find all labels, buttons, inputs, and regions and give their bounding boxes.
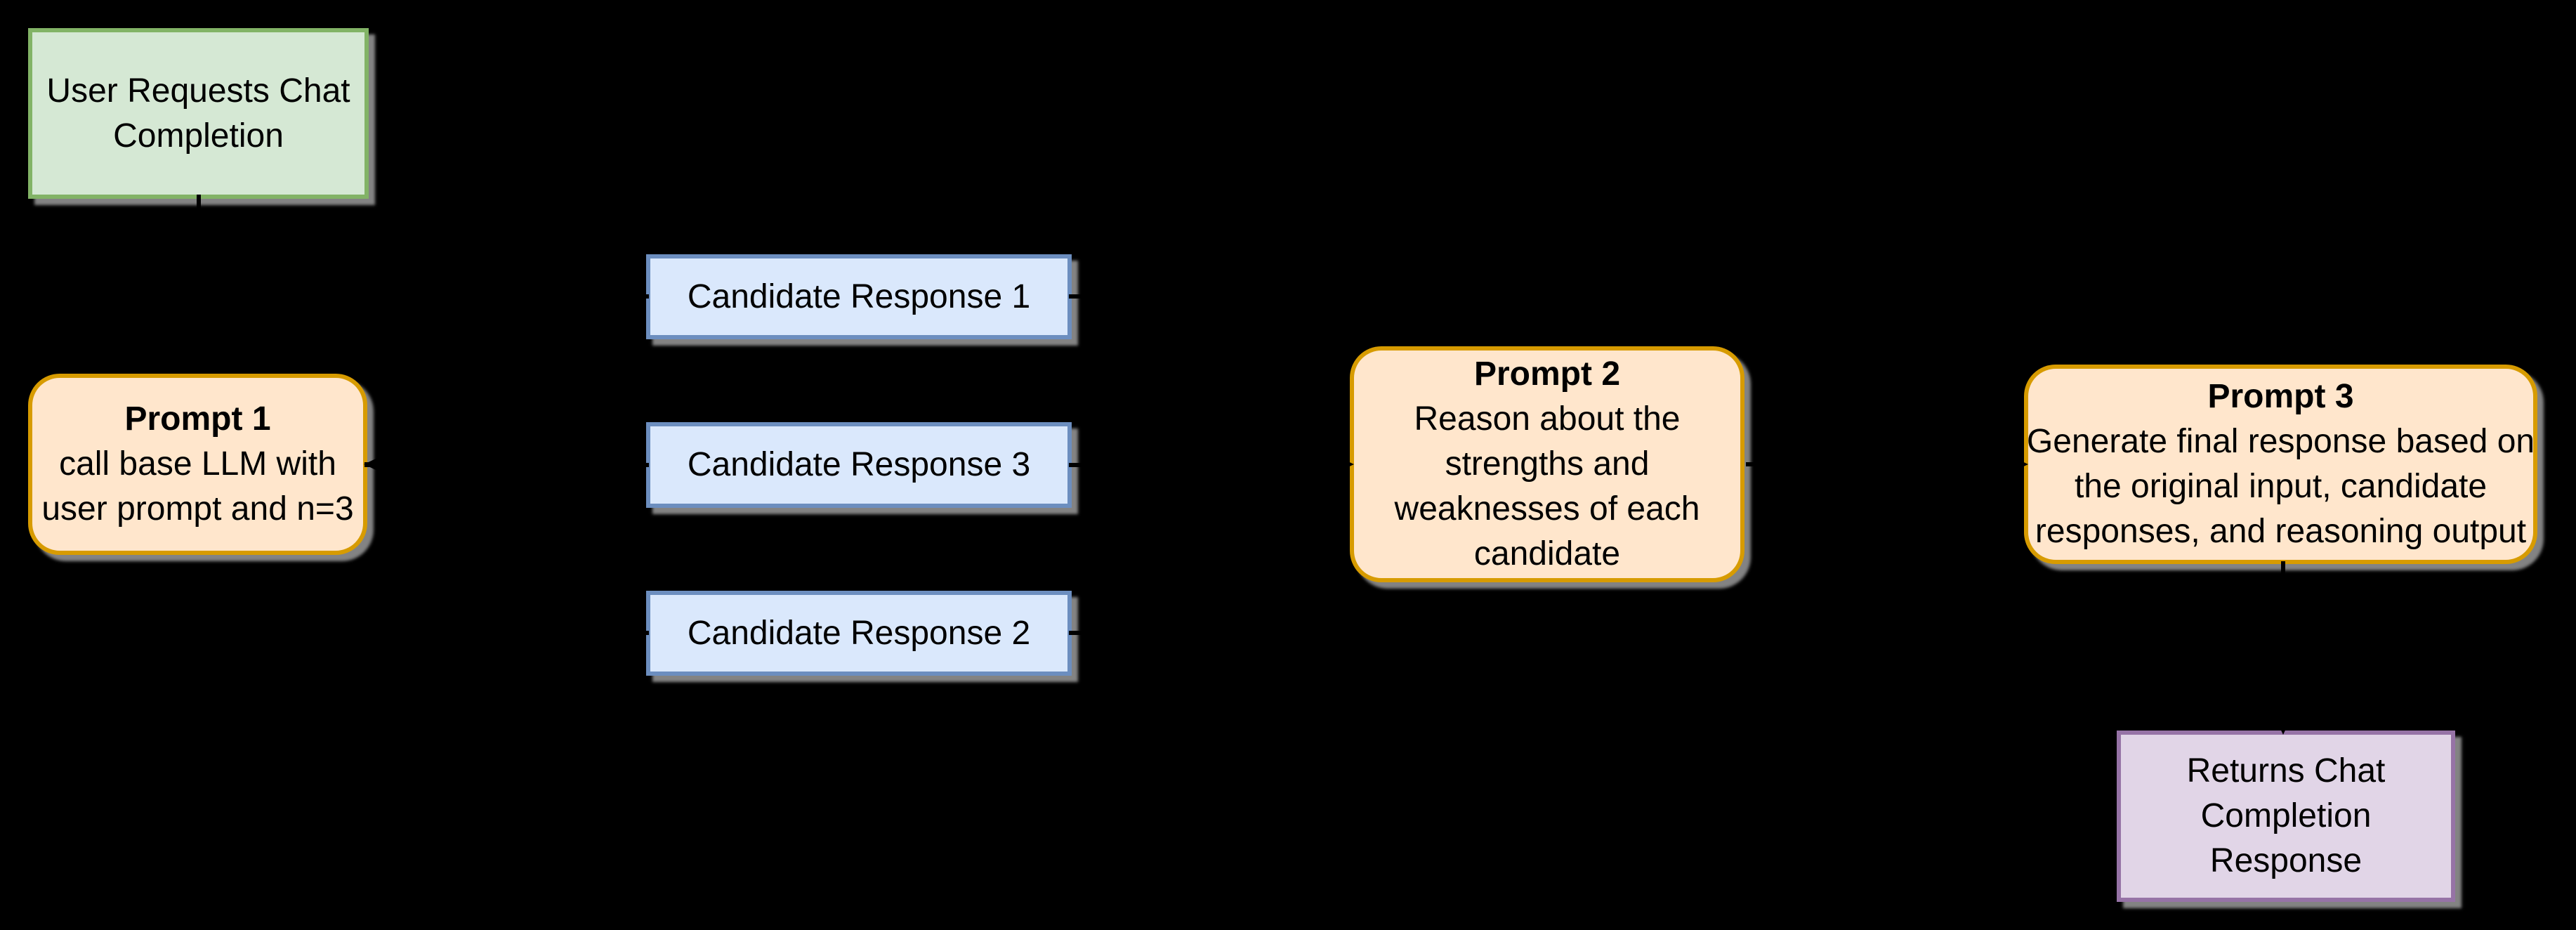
flowchart-node-candidate-response-3: Candidate Response 3 (646, 422, 1072, 508)
node-label: Candidate Response 1 (687, 277, 1031, 315)
node-body: call base LLM with user prompt and n=3 (41, 445, 354, 528)
flowchart-node-prompt-1: Prompt 1 call base LLM with user prompt … (28, 374, 367, 555)
node-title: Prompt 2 (1473, 355, 1621, 393)
flowchart-node-candidate-response-2: Candidate Response 2 (646, 591, 1072, 676)
node-label: Candidate Response 2 (687, 614, 1031, 652)
node-body: Reason about the strengths and weaknesse… (1394, 400, 1700, 572)
flowchart-node-prompt-3: Prompt 3 Generate final response based o… (2024, 365, 2537, 564)
node-title: Prompt 1 (124, 400, 271, 438)
flowchart-node-returns-response: Returns Chat Completion Response (2117, 731, 2455, 902)
flowchart-node-user-request: User Requests Chat Completion (28, 28, 369, 199)
edge-prompt1-to-candidate2 (364, 462, 649, 635)
flowchart-node-prompt-2: Prompt 2 Reason about the strengths and … (1350, 346, 1744, 582)
node-label: Returns Chat Completion Response (2186, 752, 2386, 879)
edge-candidate2-to-prompt2 (1069, 462, 1334, 635)
edge-candidate1-to-prompt2 (1069, 294, 1334, 466)
flowchart-node-candidate-response-1: Candidate Response 1 (646, 254, 1072, 339)
node-body: Generate final response based on the ori… (2026, 423, 2535, 550)
node-label: User Requests Chat Completion (46, 72, 350, 155)
node-title: Prompt 3 (2207, 378, 2354, 415)
node-label: Candidate Response 3 (687, 446, 1031, 483)
edge-prompt1-to-candidate1 (364, 294, 649, 466)
